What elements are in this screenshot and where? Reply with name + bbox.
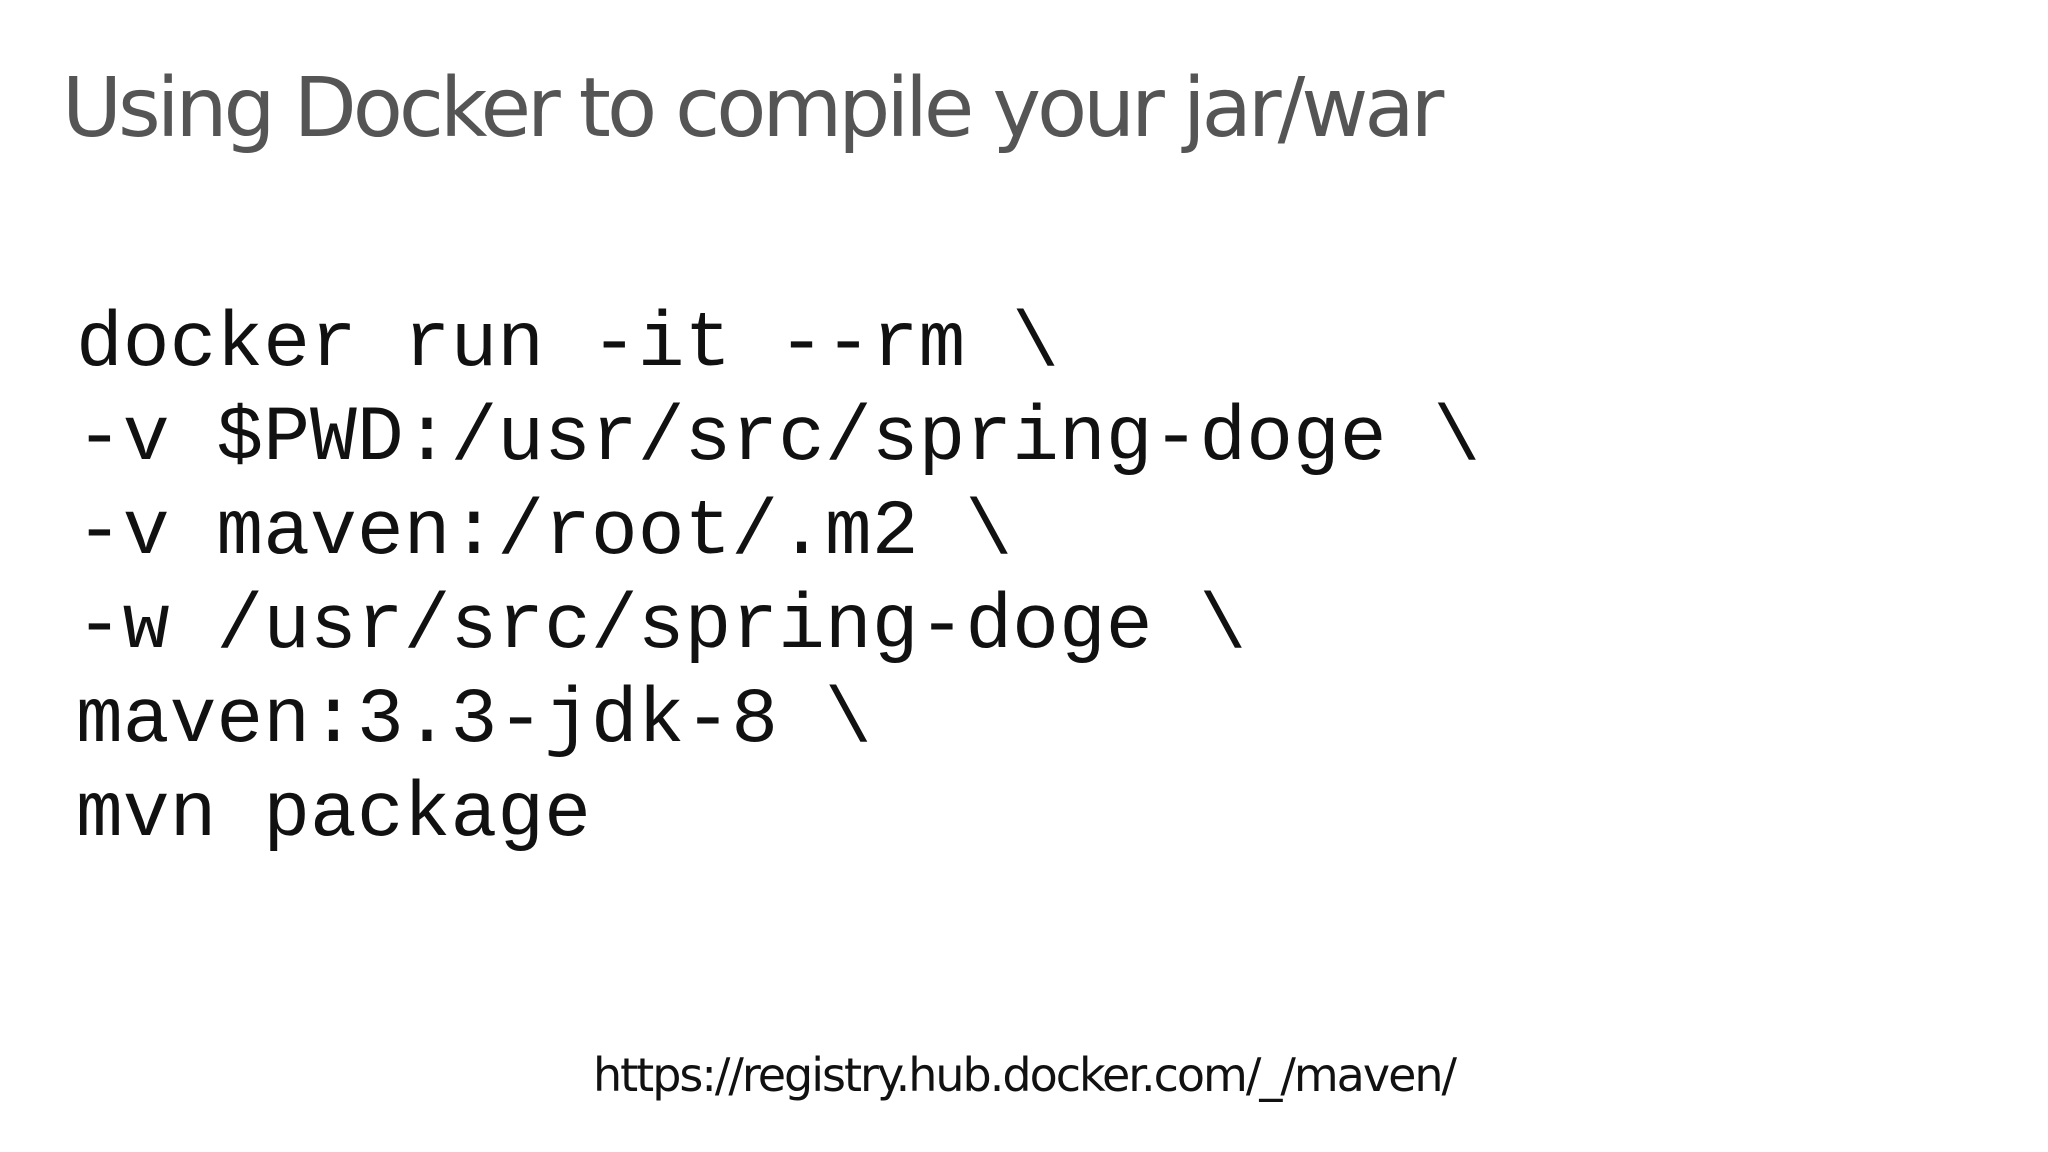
reference-link[interactable]: https://registry.hub.docker.com/_/maven/ <box>592 1048 1457 1102</box>
code-block: docker run -it --rm \ -v $PWD:/usr/src/s… <box>76 298 1480 862</box>
slide-title: Using Docker to compile your jar/war <box>62 61 1444 156</box>
code-line: docker run -it --rm \ <box>76 301 1059 389</box>
code-line: maven:3.3-jdk-8 \ <box>76 677 872 765</box>
code-line: -v maven:/root/.m2 \ <box>76 489 1013 577</box>
code-line: -v $PWD:/usr/src/spring-doge \ <box>76 395 1481 483</box>
code-line: mvn package <box>76 771 591 859</box>
code-line: -w /usr/src/spring-doge \ <box>76 583 1247 671</box>
